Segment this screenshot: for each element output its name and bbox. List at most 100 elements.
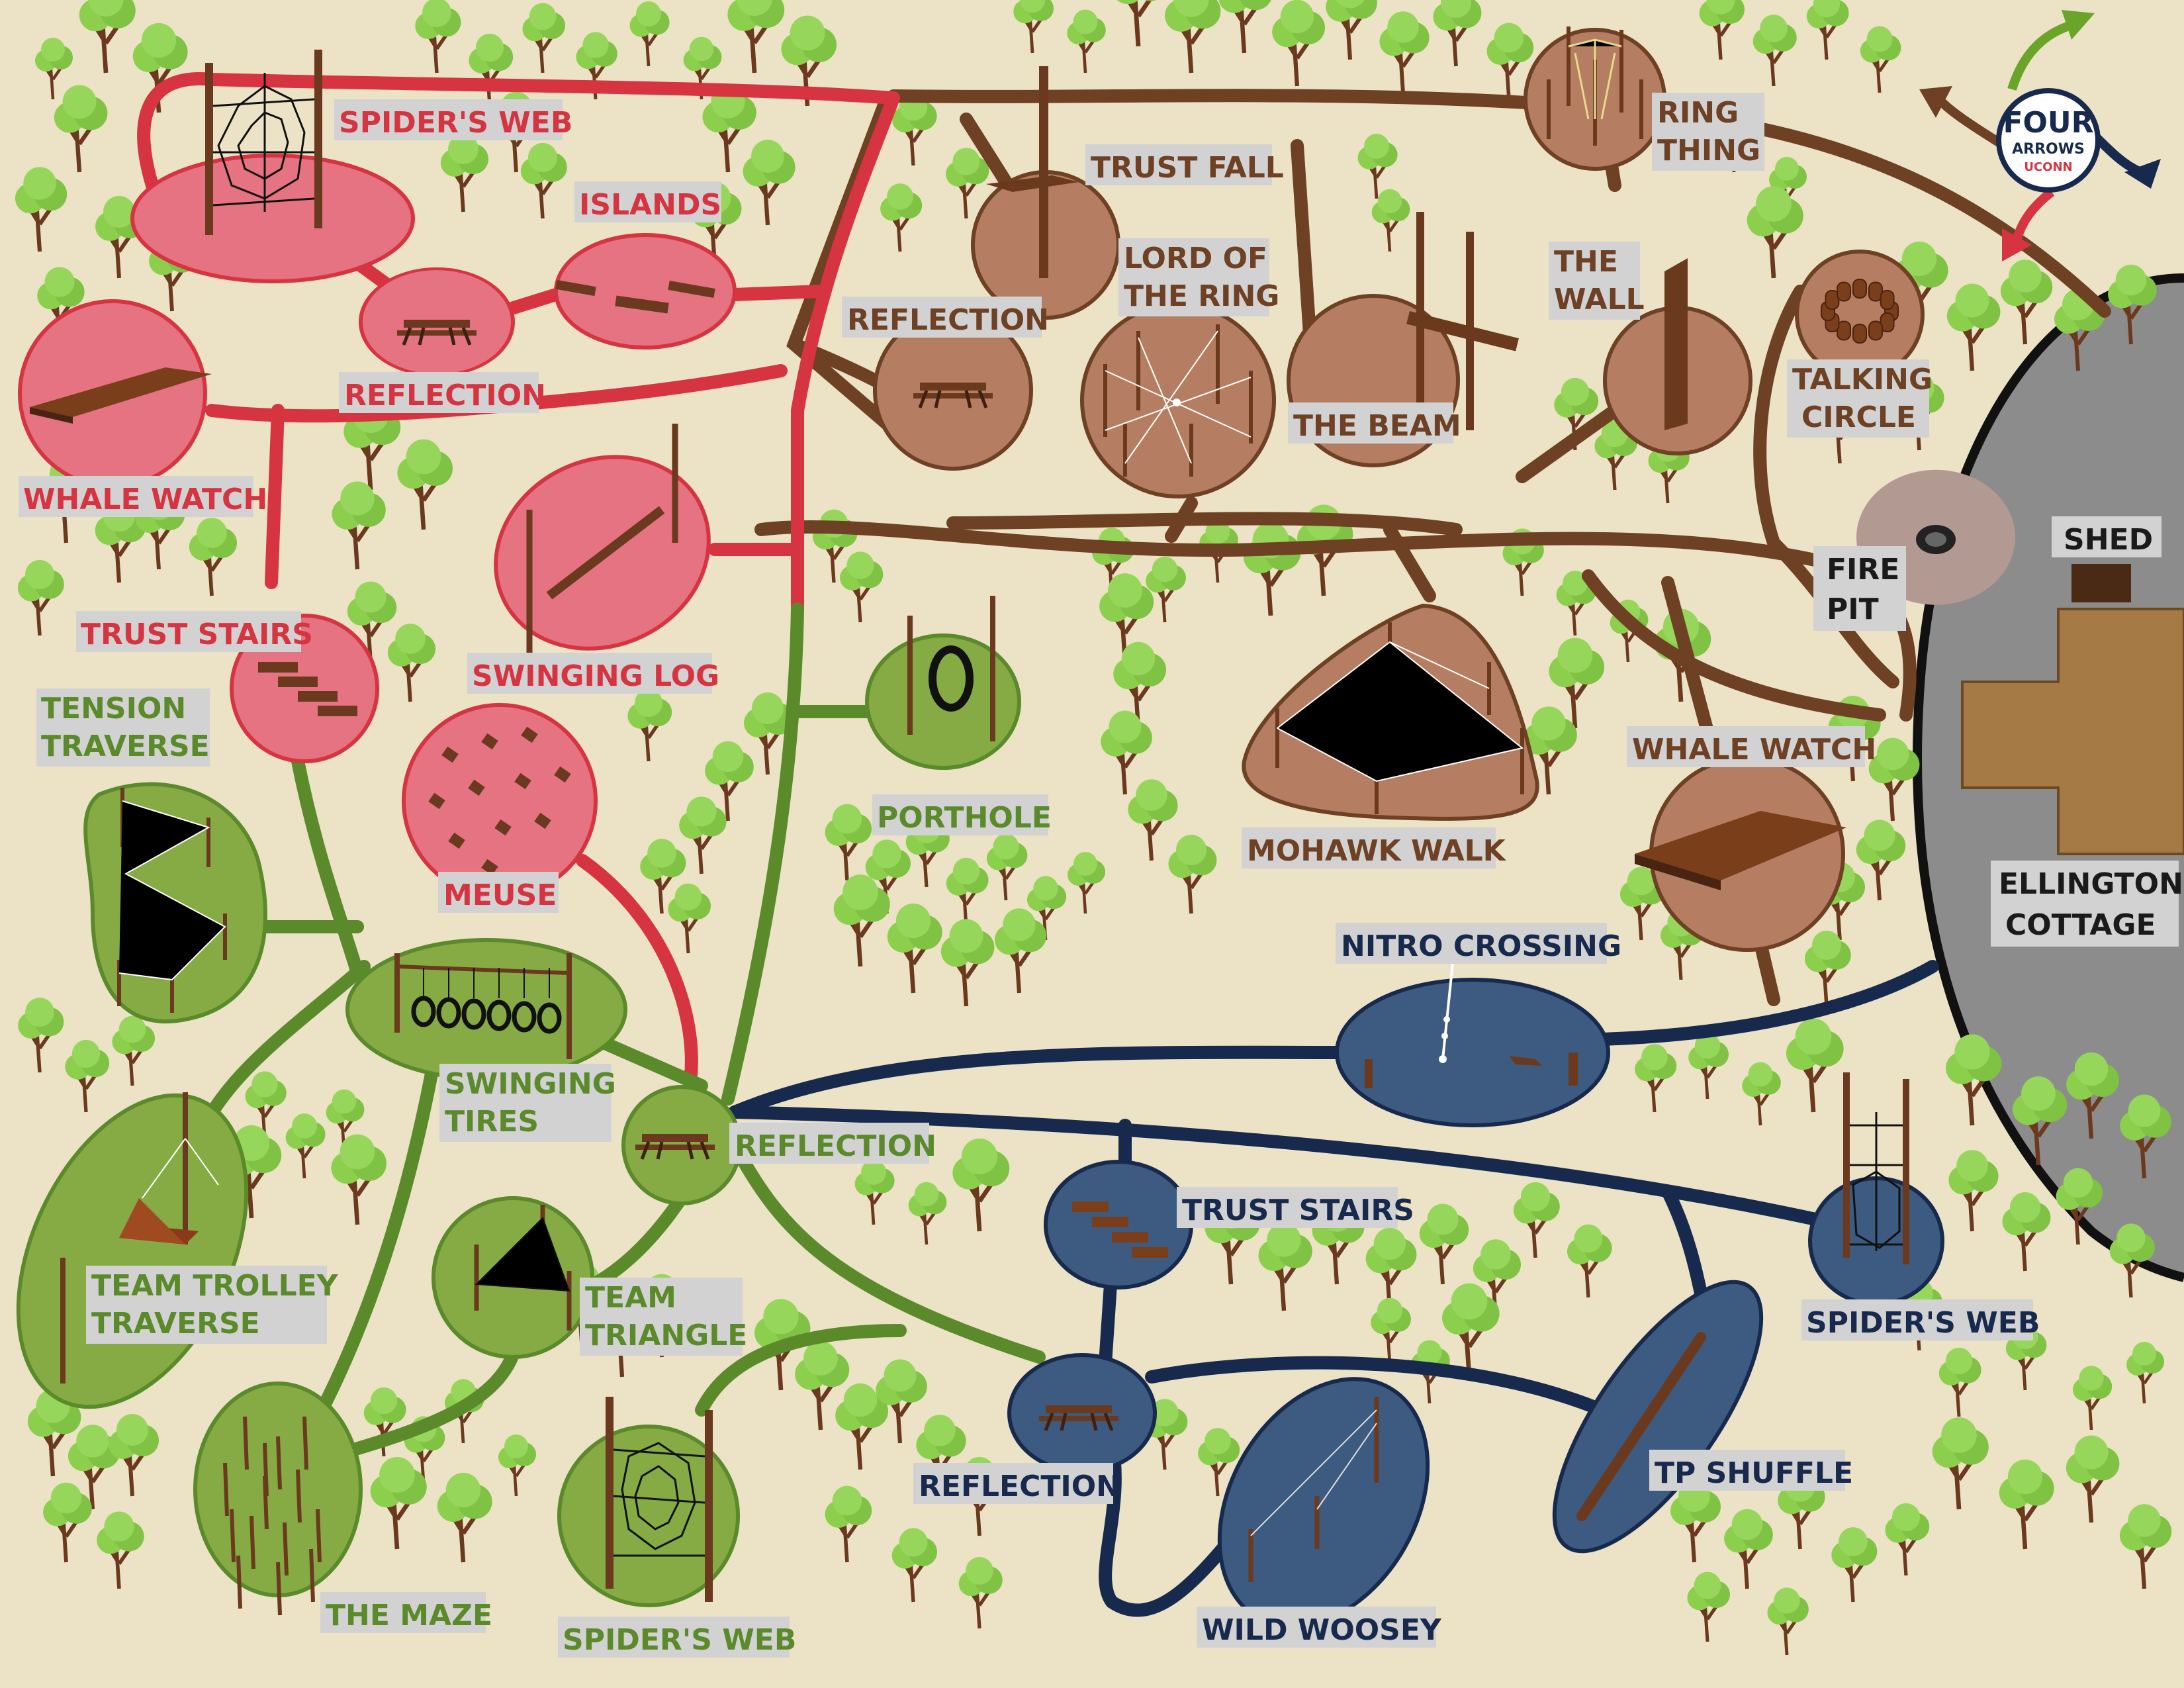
label-tp-shuffle: TP SHUFFLE	[1655, 1456, 1853, 1490]
tree-icon	[627, 689, 672, 761]
arrow-green-icon	[2007, 19, 2079, 91]
station-team-trolley-traverse[interactable]	[0, 1059, 293, 1443]
tree-icon	[987, 834, 1028, 900]
label-spiders-web-blue: SPIDER'S WEB	[1806, 1306, 2040, 1340]
stepping-stone-icon	[448, 832, 465, 849]
tree-icon	[1514, 1182, 1560, 1258]
label-ellington-line2: COTTAGE	[2005, 908, 2156, 942]
tree-icon	[97, 1511, 144, 1589]
tree-icon	[630, 1, 670, 66]
station-nitro-crossing[interactable]	[1335, 978, 1610, 1127]
maze-post-icon	[223, 1462, 229, 1517]
tree-icon	[840, 551, 883, 622]
tree-icon	[1567, 1225, 1612, 1297]
tree-icon	[43, 1483, 92, 1562]
tree-icon	[1168, 835, 1216, 914]
tree-icon	[2001, 259, 2052, 344]
label-fire-pit-line1: FIRE	[1827, 553, 1899, 586]
label-reflection-blue: REFLECTION	[919, 1470, 1120, 1503]
station-spiders-web-green[interactable]	[557, 1425, 740, 1607]
tree-icon	[2066, 1436, 2120, 1523]
station-swinging-tires[interactable]	[345, 938, 627, 1081]
label-team-triangle-line2: TRIANGLE	[585, 1319, 747, 1352]
tree-icon	[521, 143, 567, 218]
tree-icon	[1146, 557, 1186, 622]
maze-post-icon	[243, 1416, 249, 1470]
labels-red: SPIDER'S WEB ISLANDS REFLECTION WHALE WA…	[19, 99, 721, 913]
log-seat-icon	[1852, 279, 1867, 299]
tree-icon	[1128, 779, 1177, 861]
maze-post-icon	[276, 1562, 282, 1616]
label-ring-thing-line2: THING	[1657, 134, 1760, 167]
label-ring-thing-line1: RING	[1657, 96, 1739, 130]
tree-icon	[887, 904, 942, 993]
tree-icon	[855, 1160, 895, 1225]
label-wild-woosey: WILD WOOSEY	[1202, 1613, 1442, 1647]
maze-post-icon	[230, 1509, 236, 1563]
green-stations	[0, 596, 1021, 1616]
arrow-red-icon	[2011, 188, 2055, 246]
label-reflection-red: REFLECTION	[344, 379, 546, 412]
label-mohawk-walk: MOHAWK WALK	[1247, 834, 1507, 868]
tree-icon	[1860, 26, 1901, 93]
tree-icon	[876, 1360, 927, 1443]
tree-icon	[18, 560, 64, 635]
tree-icon	[1433, 0, 1481, 66]
label-nitro-crossing: NITRO CROSSING	[1341, 929, 1621, 963]
stepping-stone-icon	[521, 726, 538, 743]
tree-icon	[1753, 15, 1797, 86]
tree-icon	[35, 38, 73, 99]
stepping-stone-icon	[441, 746, 459, 763]
brown-stations	[873, 26, 2015, 952]
tree-icon	[1742, 1062, 1781, 1125]
red-stations	[18, 50, 737, 899]
tree-icon	[2073, 1366, 2112, 1430]
tree-icon	[189, 518, 237, 596]
station-spiders-web-red[interactable]	[130, 154, 415, 283]
station-talking-circle[interactable]	[1795, 250, 1925, 379]
tree-icon	[1272, 0, 1325, 86]
tree-icon	[1999, 1460, 2054, 1549]
stepping-stone-icon	[534, 812, 551, 829]
tire-icon	[537, 1002, 562, 1034]
blue-stations	[1007, 962, 1944, 1628]
label-trust-stairs-blue: TRUST STAIRS	[1182, 1194, 1414, 1227]
station-islands-red[interactable]	[554, 233, 737, 350]
tree-icon	[1013, 0, 1054, 53]
tree-icon	[1442, 1284, 1500, 1377]
ellington-cottage-building	[1961, 608, 2184, 855]
label-tension-traverse-line1: TENSION	[41, 692, 186, 726]
tree-icon	[1700, 0, 1745, 60]
labels-green: TENSION TRAVERSE PORTHOLE SWINGING TIRES…	[36, 688, 1052, 1658]
maze-post-icon	[250, 1515, 255, 1570]
tree-icon	[2126, 1342, 2164, 1403]
label-shed: SHED	[2064, 523, 2153, 557]
label-talking-circle-line2: CIRCLE	[1801, 400, 1916, 434]
stepping-stone-icon	[481, 733, 498, 750]
label-trust-stairs-red: TRUST STAIRS	[81, 618, 313, 651]
tree-icon	[388, 624, 435, 702]
tree-icon	[1067, 10, 1106, 73]
tree-icon	[54, 85, 108, 172]
label-talking-circle-line1: TALKING	[1792, 363, 1933, 397]
logo-uconn: UCONN	[2024, 160, 2072, 174]
stepping-stone-icon	[514, 773, 531, 790]
maze-post-icon	[316, 1509, 322, 1563]
labels-other: FIRE PIT SHED ELLINGTON COTTAGE	[1813, 516, 2183, 947]
tire-icon	[486, 1000, 512, 1031]
tree-icon	[1111, 0, 1169, 46]
tire-icon	[512, 1001, 537, 1033]
tree-icon	[1747, 186, 1803, 278]
tree-icon	[65, 1040, 109, 1112]
tree-icon	[79, 0, 136, 73]
spiders-web-structure	[205, 50, 322, 235]
label-swinging-log: SWINGING LOG	[472, 659, 719, 693]
stepping-stone-icon	[494, 819, 512, 836]
tree-icon	[946, 858, 989, 927]
maze-post-icon	[302, 1416, 308, 1470]
label-fire-pit-line2: PIT	[1827, 592, 1879, 626]
label-islands: ISLANDS	[579, 188, 721, 222]
tree-icon	[1068, 852, 1105, 914]
tree-icon	[15, 167, 67, 252]
tree-icon	[880, 183, 922, 252]
